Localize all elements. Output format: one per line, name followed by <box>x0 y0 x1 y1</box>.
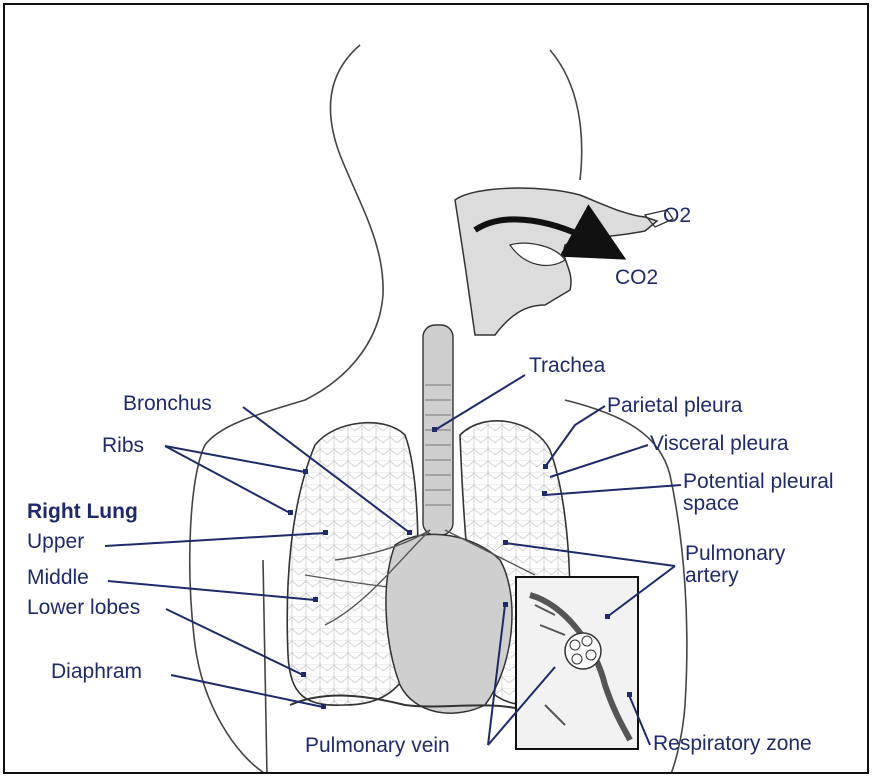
label-parietal-pleura: Parietal pleura <box>607 395 742 416</box>
nasal-airway <box>455 188 673 335</box>
respiratory-illustration <box>5 5 869 774</box>
trachea-tube <box>423 325 453 535</box>
label-visceral-pleura: Visceral pleura <box>650 433 789 454</box>
label-o2: O2 <box>663 205 691 226</box>
label-ribs: Ribs <box>102 435 144 456</box>
label-pulmonary-artery: Pulmonary artery <box>685 543 785 587</box>
label-right-lung: Right Lung <box>27 501 138 522</box>
label-co2: CO2 <box>615 267 658 288</box>
label-upper: Upper <box>27 531 84 552</box>
label-potential-pleural-space: Potential pleural space <box>683 471 834 515</box>
label-middle: Middle <box>27 567 89 588</box>
leader-parietal-pleura <box>545 406 605 467</box>
leader-ribs-1 <box>165 446 305 472</box>
label-trachea: Trachea <box>529 355 605 376</box>
diagram-frame: O2 CO2 Trachea Bronchus Parietal pleura … <box>3 3 869 774</box>
leader-pleural-space <box>545 485 681 495</box>
leader-visceral-pleura <box>550 445 648 477</box>
leader-lower-lobes <box>166 609 303 675</box>
label-lower-lobes: Lower lobes <box>27 597 140 618</box>
label-pulmonary-vein: Pulmonary vein <box>305 735 450 756</box>
heart-shape <box>386 534 512 713</box>
leader-ribs-2 <box>165 446 290 513</box>
label-bronchus: Bronchus <box>123 393 212 414</box>
label-respiratory-zone: Respiratory zone <box>653 733 812 754</box>
label-diaphram: Diaphram <box>51 661 142 682</box>
respiratory-zone-inset <box>516 577 638 749</box>
